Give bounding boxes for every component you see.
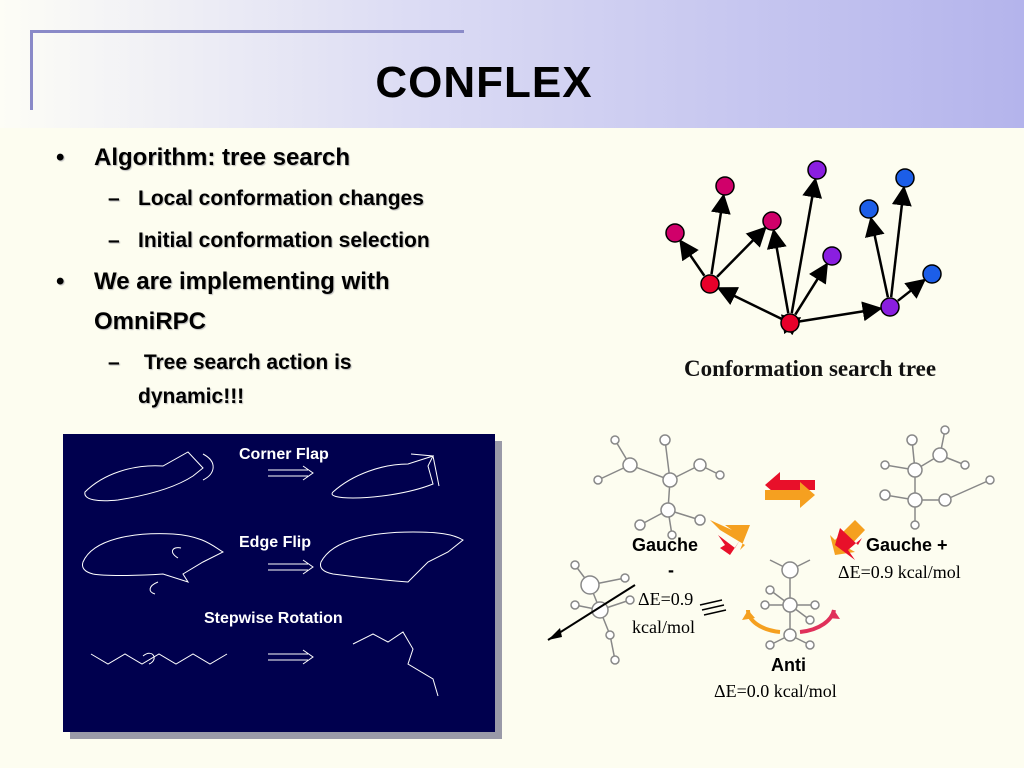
anti-arrow-left	[746, 609, 781, 634]
edge-flip-label: Edge Flip	[239, 534, 311, 551]
conformation-moves-panel: Corner Flap Edge Flip Stepwise Rotation	[63, 434, 495, 732]
gauche-minus-energy: ΔE=0.9	[638, 589, 694, 609]
gauche-minus-energy-unit: kcal/mol	[632, 617, 695, 637]
bullet-continuation: OmniRPC	[50, 302, 520, 342]
molecule-anti	[760, 559, 820, 650]
tree-node	[715, 176, 735, 196]
corner-flap-ring-before	[84, 451, 204, 502]
bullet-marker: –	[108, 351, 120, 374]
tree-edge	[716, 287, 802, 336]
slide-title: CONFLEX	[375, 58, 593, 107]
edge-flip-ring-after	[320, 531, 464, 583]
gauche-plus-name: Gauche +	[866, 535, 948, 555]
tree-node	[895, 168, 915, 188]
bullet-list: •Algorithm: tree search –Local conformat…	[50, 138, 520, 418]
anti-name: Anti	[771, 655, 806, 675]
anti-energy: ΔE=0.0 kcal/mol	[714, 681, 837, 701]
rotation-axis	[547, 584, 636, 641]
molecule-gauche-minus	[570, 560, 635, 665]
tree-edge	[781, 301, 883, 335]
bullet-text: Algorithm: tree search	[94, 144, 351, 171]
sub-bullet-continuation: dynamic!!!	[50, 376, 520, 418]
bullet-text: Tree search action is	[138, 351, 352, 374]
bullet-text: dynamic!!!	[138, 385, 245, 408]
bullet-item: • We are implementing with	[50, 262, 520, 302]
tree-node	[700, 274, 720, 294]
gauche-minus-name: Gauche	[632, 535, 699, 555]
edge-flip-ring-before	[82, 533, 225, 583]
tree-node	[665, 223, 685, 243]
tree-node	[762, 211, 782, 231]
bullet-text: Initial conformation selection	[138, 229, 430, 252]
chain-before	[90, 653, 228, 665]
bullet-marker: –	[108, 229, 120, 252]
bullet-marker: •	[56, 144, 65, 171]
gauche-minus-arrows	[710, 520, 750, 555]
chain-after	[352, 631, 439, 697]
tree-edge	[864, 216, 890, 298]
tree-edge	[794, 262, 829, 316]
tree-edge	[897, 278, 927, 302]
stepwise-rotation-label: Stepwise Rotation	[204, 610, 343, 627]
tree-edge	[716, 226, 767, 278]
corner-flap-label: Corner Flap	[239, 446, 329, 463]
tree-edge	[710, 193, 731, 275]
tree-node	[807, 160, 827, 180]
tree-node	[880, 297, 900, 317]
tree-edge	[679, 239, 706, 277]
bullet-marker: •	[56, 268, 65, 295]
molecule-gauche-top-right	[879, 425, 995, 530]
bullet-marker: –	[108, 187, 120, 210]
bullet-item: • Algorithm: tree search	[50, 138, 520, 178]
bullet-text: Local conformation changes	[138, 187, 424, 210]
tree-node	[859, 199, 879, 219]
title-decoration-bar	[30, 30, 33, 110]
tree-edge	[790, 177, 823, 314]
gauche-minus-sign: -	[668, 560, 674, 580]
sub-bullet-item: –Initial conformation selection	[50, 220, 520, 262]
tree-edge	[766, 228, 790, 314]
tree-edge	[889, 185, 912, 298]
tree-node	[780, 313, 800, 333]
sub-bullet-item: –Local conformation changes	[50, 178, 520, 220]
corner-flap-ring-after	[331, 455, 434, 499]
moves-illustration	[82, 451, 464, 697]
title-band	[0, 0, 1024, 128]
sub-bullet-item: – Tree search action is	[50, 342, 520, 384]
title-decoration-line	[32, 30, 464, 33]
tree-node	[922, 264, 942, 284]
gauche-plus-energy: ΔE=0.9 kcal/mol	[838, 562, 961, 582]
tree-caption: Conformation search tree	[683, 356, 937, 381]
bullet-text: We are implementing with	[94, 268, 390, 295]
tree-node	[822, 246, 842, 266]
gauche-plus-arrows	[830, 520, 865, 560]
equilibrium-arrows	[765, 472, 815, 508]
bullet-text: OmniRPC	[94, 308, 207, 335]
molecule-gauche-top-left	[593, 434, 725, 540]
anti-arrow-right	[799, 609, 836, 634]
